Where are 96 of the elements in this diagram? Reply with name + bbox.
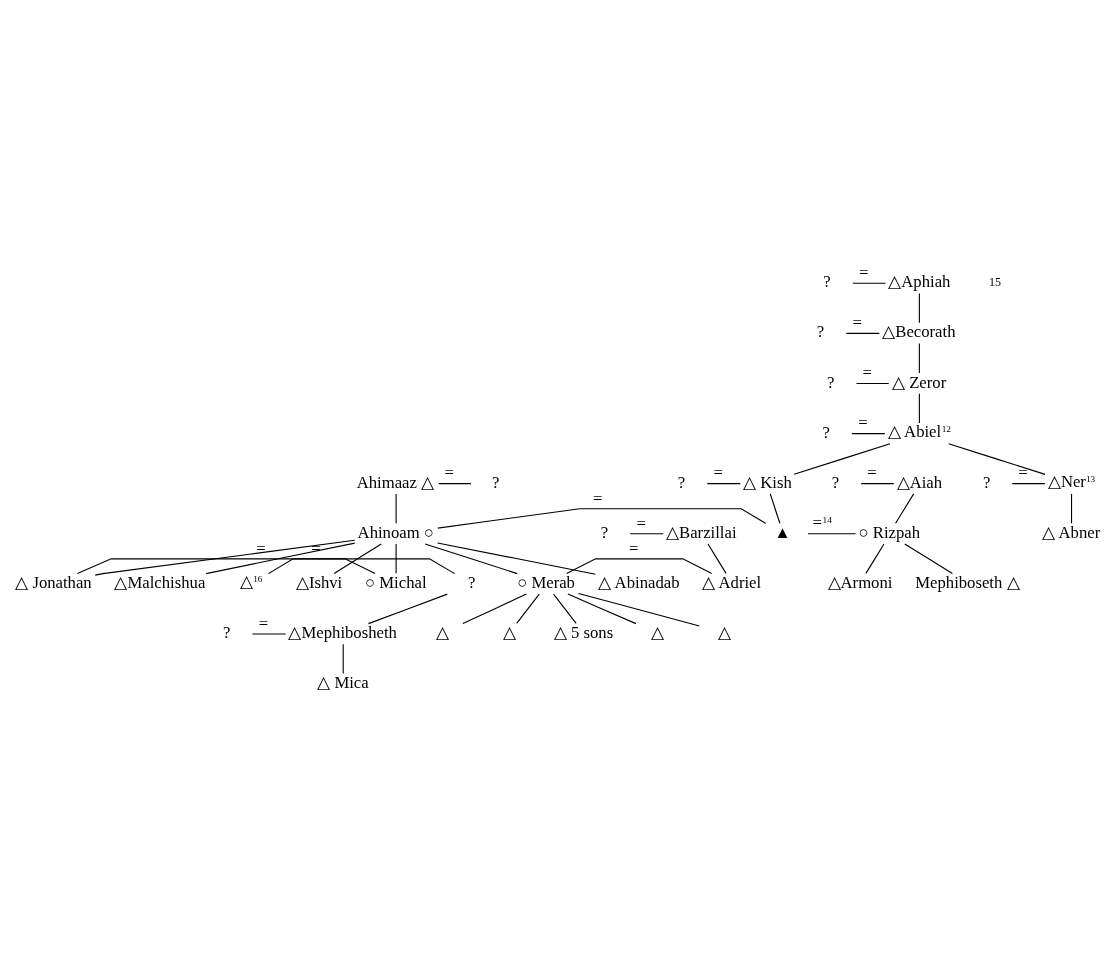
connector xyxy=(94,539,356,576)
edge-label: = xyxy=(592,488,603,508)
connector xyxy=(845,332,880,334)
node-text: ○ Merab xyxy=(517,572,575,592)
node-text: △ Jonathan xyxy=(15,572,92,592)
edge-label: = xyxy=(862,362,872,382)
node-text: △ Abner xyxy=(1042,522,1101,542)
node-text: △ Abiel$^{12}$ xyxy=(887,421,951,441)
connector xyxy=(516,593,540,624)
node-text: △Mephibosheth xyxy=(288,622,397,642)
connector xyxy=(333,542,382,574)
edge-label: = xyxy=(713,462,723,482)
connector xyxy=(566,557,713,574)
connector xyxy=(205,542,356,574)
connector xyxy=(395,492,397,524)
edge-label: = xyxy=(852,312,862,332)
connector xyxy=(852,282,887,284)
node-text: ? xyxy=(677,472,686,492)
connector xyxy=(851,432,886,434)
connector xyxy=(367,593,448,624)
connector xyxy=(918,292,920,323)
node-text: △Aphiah xyxy=(888,271,951,291)
node-text: △Barzillai xyxy=(666,522,737,542)
connector xyxy=(76,557,456,574)
node-text: △ xyxy=(718,622,732,642)
node-text: ○ Michal xyxy=(365,572,427,592)
connector xyxy=(395,542,397,574)
edge-label: = xyxy=(258,613,269,633)
connector xyxy=(553,593,577,624)
node-text: △ Kish xyxy=(743,472,792,492)
connector xyxy=(438,482,472,484)
node-text: △ xyxy=(651,622,665,642)
node-text: ? xyxy=(827,372,835,392)
node-text: △ Mica xyxy=(317,672,369,692)
node-text: △Armoni xyxy=(827,572,893,592)
connector xyxy=(904,542,953,574)
node-text: △ Abinadab xyxy=(598,572,680,592)
connector xyxy=(860,482,895,484)
connector xyxy=(918,342,920,373)
node-text: ? xyxy=(600,522,609,542)
node-text: ? xyxy=(982,472,991,492)
connector xyxy=(807,532,857,534)
edge-label: = xyxy=(1018,462,1028,482)
node-text: △Ner$^{13}$ xyxy=(1047,471,1096,491)
label: 15 xyxy=(988,274,1002,289)
node-text: △Malchishua xyxy=(114,572,206,592)
node-text: ▲ xyxy=(774,522,791,542)
node-text: ? xyxy=(492,472,500,492)
node-text: Ahimaaz △ xyxy=(356,472,435,492)
node-text: △Ishvi xyxy=(295,572,343,592)
node-text: △ 5 sons xyxy=(553,622,614,642)
connector xyxy=(769,492,781,524)
node-text: ? xyxy=(831,472,840,492)
connector xyxy=(706,482,741,484)
node-text: Ahinoam ○ xyxy=(357,522,434,542)
connector xyxy=(918,392,920,424)
edge-label: = xyxy=(636,513,646,533)
node-text: ? xyxy=(822,422,830,442)
connector xyxy=(268,557,376,574)
connector xyxy=(462,593,527,624)
connector xyxy=(629,532,664,534)
edge-label: = xyxy=(858,262,869,282)
node-text: ? xyxy=(468,572,476,592)
node-text: ○ Rizpah xyxy=(858,522,921,542)
edge-label: = xyxy=(858,412,868,432)
connector xyxy=(567,593,637,624)
node-text: ? xyxy=(223,622,231,642)
edge-label: = xyxy=(628,538,639,558)
connector xyxy=(1071,492,1073,524)
node-text: Mephiboseth △ xyxy=(915,572,1020,592)
connector xyxy=(1011,482,1046,484)
node-text: ? xyxy=(823,271,831,291)
node-text: △Aiah xyxy=(896,472,943,492)
connector xyxy=(437,507,767,529)
connector xyxy=(577,592,700,627)
node-text: ? xyxy=(816,321,825,341)
connector xyxy=(424,542,518,574)
edge-label: = xyxy=(256,538,266,558)
edge-label: = xyxy=(867,462,877,482)
edge-label: =$^{14}$ xyxy=(812,512,832,532)
edge-label: = xyxy=(444,462,455,482)
connector xyxy=(342,643,344,674)
node-text: △ Adriel xyxy=(702,572,762,592)
connector xyxy=(437,541,596,575)
node-text: △Becorath xyxy=(882,321,956,341)
connector xyxy=(948,442,1046,475)
edge-label: = xyxy=(311,538,321,558)
connector xyxy=(707,542,727,574)
node-text: △ xyxy=(435,622,449,642)
connector xyxy=(865,542,885,574)
connector xyxy=(793,442,891,475)
node-text: △ xyxy=(502,622,516,642)
node-text: △$^{16}$ xyxy=(240,571,263,591)
connector xyxy=(855,382,890,384)
node-text: △ Zeror xyxy=(892,372,947,392)
connector xyxy=(895,492,915,524)
